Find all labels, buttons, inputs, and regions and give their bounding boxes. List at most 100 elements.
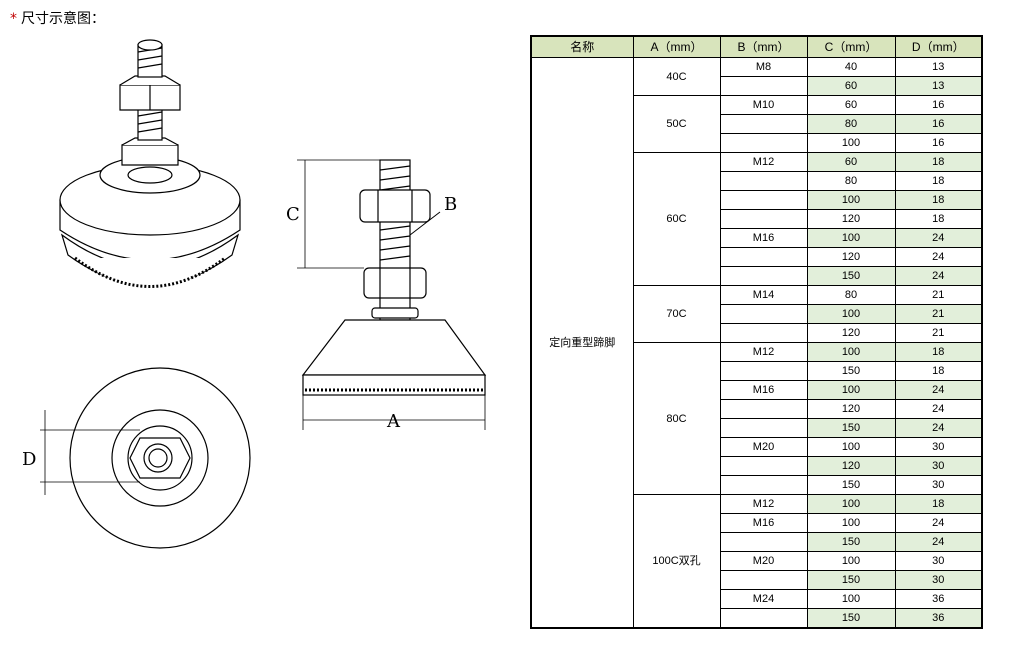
thread-b-cell: M20 xyxy=(719,437,808,457)
height-c-cell: 100 xyxy=(806,513,896,533)
title-star: * xyxy=(10,11,17,27)
height-c-cell: 150 xyxy=(806,608,896,629)
height-c-cell: 60 xyxy=(806,152,896,172)
wrench-d-cell: 18 xyxy=(894,494,983,514)
size-a-cell: 60C xyxy=(632,152,721,286)
height-c-cell: 100 xyxy=(806,494,896,514)
thread-b-cell xyxy=(719,133,808,153)
wrench-d-cell: 24 xyxy=(894,266,983,286)
col-header-c: C（mm） xyxy=(806,35,896,58)
wrench-d-cell: 30 xyxy=(894,475,983,495)
title-text: 尺寸示意图： xyxy=(21,11,105,27)
height-c-cell: 100 xyxy=(806,380,896,400)
table-header-row: 名称 A（mm） B（mm） C（mm） D（mm） xyxy=(530,35,983,58)
col-header-d: D（mm） xyxy=(894,35,983,58)
wrench-d-cell: 24 xyxy=(894,228,983,248)
thread-b-cell xyxy=(719,209,808,229)
wrench-d-cell: 18 xyxy=(894,209,983,229)
height-c-cell: 40 xyxy=(806,57,896,77)
isometric-foot-view xyxy=(59,39,241,288)
top-view xyxy=(40,367,251,549)
thread-b-cell xyxy=(719,532,808,552)
wrench-d-cell: 13 xyxy=(894,76,983,96)
height-c-cell: 60 xyxy=(806,95,896,115)
height-c-cell: 150 xyxy=(806,266,896,286)
height-c-cell: 120 xyxy=(806,209,896,229)
wrench-d-cell: 18 xyxy=(894,171,983,191)
thread-b-cell xyxy=(719,475,808,495)
height-c-cell: 120 xyxy=(806,323,896,343)
thread-b-cell xyxy=(719,323,808,343)
wrench-d-cell: 36 xyxy=(894,608,983,629)
wrench-d-cell: 18 xyxy=(894,190,983,210)
thread-b-cell: M24 xyxy=(719,589,808,609)
wrench-d-cell: 24 xyxy=(894,247,983,267)
wrench-d-cell: 21 xyxy=(894,304,983,324)
thread-b-cell xyxy=(719,266,808,286)
wrench-d-cell: 13 xyxy=(894,57,983,77)
thread-b-cell: M16 xyxy=(719,380,808,400)
wrench-d-cell: 24 xyxy=(894,399,983,419)
thread-b-cell xyxy=(719,570,808,590)
wrench-d-cell: 24 xyxy=(894,418,983,438)
height-c-cell: 120 xyxy=(806,456,896,476)
size-a-cell: 100C双孔 xyxy=(632,494,721,629)
thread-b-cell xyxy=(719,608,808,629)
thread-b-cell: M16 xyxy=(719,513,808,533)
thread-b-cell xyxy=(719,247,808,267)
height-c-cell: 150 xyxy=(806,361,896,381)
page-title: *尺寸示意图： xyxy=(10,10,105,28)
wrench-d-cell: 24 xyxy=(894,513,983,533)
height-c-cell: 80 xyxy=(806,114,896,134)
height-c-cell: 100 xyxy=(806,190,896,210)
thread-b-cell xyxy=(719,361,808,381)
height-c-cell: 100 xyxy=(806,304,896,324)
height-c-cell: 60 xyxy=(806,76,896,96)
height-c-cell: 100 xyxy=(806,228,896,248)
wrench-d-cell: 18 xyxy=(894,361,983,381)
thread-b-cell: M12 xyxy=(719,342,808,362)
wrench-d-cell: 30 xyxy=(894,437,983,457)
size-a-cell: 50C xyxy=(632,95,721,153)
wrench-d-cell: 30 xyxy=(894,570,983,590)
col-header-a: A（mm） xyxy=(632,35,721,58)
thread-b-cell xyxy=(719,399,808,419)
thread-b-cell: M8 xyxy=(719,57,808,77)
col-header-name: 名称 xyxy=(530,35,634,58)
height-c-cell: 100 xyxy=(806,589,896,609)
thread-b-cell: M12 xyxy=(719,152,808,172)
thread-b-cell xyxy=(719,418,808,438)
wrench-d-cell: 30 xyxy=(894,456,983,476)
height-c-cell: 80 xyxy=(806,285,896,305)
dim-label-b: B xyxy=(444,194,457,215)
thread-b-cell: M16 xyxy=(719,228,808,248)
wrench-d-cell: 18 xyxy=(894,152,983,172)
height-c-cell: 150 xyxy=(806,475,896,495)
thread-b-cell: M10 xyxy=(719,95,808,115)
height-c-cell: 100 xyxy=(806,551,896,571)
height-c-cell: 100 xyxy=(806,437,896,457)
wrench-d-cell: 36 xyxy=(894,589,983,609)
wrench-d-cell: 21 xyxy=(894,285,983,305)
thread-b-cell: M14 xyxy=(719,285,808,305)
wrench-d-cell: 18 xyxy=(894,342,983,362)
height-c-cell: 120 xyxy=(806,399,896,419)
